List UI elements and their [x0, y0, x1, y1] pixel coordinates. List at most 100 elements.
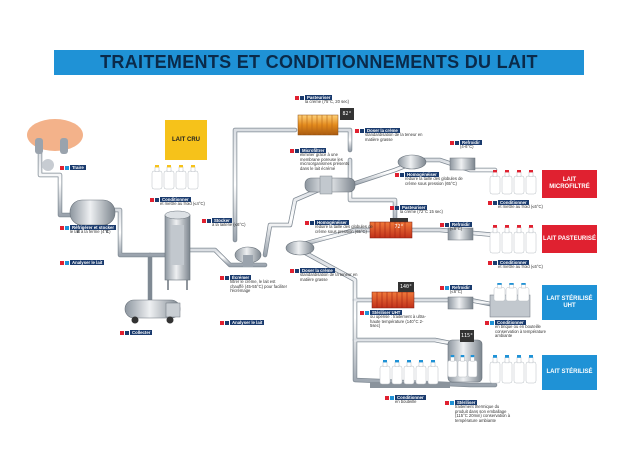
step-description: en brique ou en bouteille conservation à… [495, 324, 546, 339]
bottle-past [525, 225, 537, 254]
homogenizer-1-icon [397, 154, 427, 170]
product-lait-pasteurise: LAIT PASTEURISÉ [542, 225, 597, 253]
step-description: réduire la taille des globules de crème … [315, 224, 373, 234]
bottle-ster-load [447, 355, 458, 378]
bottle-ster-load [467, 355, 478, 378]
product-lait-sterilise: LAIT STÉRILISÉ [542, 355, 597, 390]
step-description: éliminer grâce à une membrane poreuse le… [300, 152, 350, 171]
step-title: Homogénéiser [405, 172, 439, 177]
microfilter-icon [304, 175, 356, 195]
bottle-uht [505, 283, 518, 302]
step-title: Réfrigérer et stocker [70, 225, 117, 230]
bottle-cru [175, 165, 187, 190]
step-description: (≤6°C) [450, 289, 463, 294]
step-title: Analyser le lait [70, 260, 105, 265]
bottle-ster [513, 355, 525, 384]
step-description: standardisation de la teneur en matière … [365, 132, 423, 142]
product-lait-microfiltre: LAIT MICROFILTRÉ [542, 170, 597, 198]
bottle-ster [525, 355, 537, 384]
step-description: standardisation de la teneur en matière … [300, 272, 358, 282]
step-title: Écrémer [230, 275, 252, 280]
step-title: Doser la crème [300, 268, 335, 273]
step-title: Conditionner [498, 260, 529, 265]
bottle-past [489, 225, 501, 254]
bottle-ster-load [457, 355, 468, 378]
step-description: ou upérisé : traitement à ultra-haute te… [370, 314, 426, 329]
bottle-micro [525, 170, 537, 195]
step-title: Homogénéiser [315, 220, 349, 225]
step-description: et mettre au froid (≤4°C) [160, 201, 205, 206]
display-uht: 140° [399, 284, 413, 290]
step-title: Conditionner [495, 320, 526, 325]
step-description: filtrer le crème, le lait est chauffé (4… [230, 279, 287, 294]
step-description: (≤6°C) [450, 226, 463, 231]
bottle-cru [163, 165, 175, 190]
step-title: Refroidir [450, 222, 472, 227]
step-description: réduire la taille des globules de crème … [405, 176, 463, 186]
bottle-micro [489, 170, 501, 195]
display-past-creme: 82° [342, 111, 352, 117]
step-refroidir-1: Refroidir(4-6°C) [450, 140, 482, 150]
homogenizer-2-icon [285, 240, 315, 256]
display-past-1: 72° [394, 224, 404, 230]
bottle-past [513, 225, 525, 254]
step-collecter: Collecter [120, 330, 153, 335]
cow-udder-icon [27, 119, 83, 171]
uht-sterilizer-icon [371, 282, 415, 309]
step-description: (4-6°C) [460, 144, 474, 149]
skimmer-centrifuge-icon [234, 246, 262, 267]
step-analyser-2: Analyser le lait [220, 320, 265, 325]
step-title: Pasteuriser [400, 205, 428, 210]
bottle-ster-line [391, 360, 403, 385]
step-title: Conditionner [395, 395, 426, 400]
step-title: Stériliser [455, 400, 478, 405]
step-title: Refroidir [450, 285, 472, 290]
step-description: en bouteille [395, 399, 417, 404]
step-refroidir-3: Refroidir(≤6°C) [440, 285, 472, 295]
step-title: Doser la crème [365, 128, 400, 133]
bottle-ster [501, 355, 513, 384]
pasteurizer-2-icon [369, 221, 413, 239]
tanker-truck-icon [124, 299, 181, 324]
step-title: Pasteuriser [305, 95, 333, 100]
bottle-past [501, 225, 513, 254]
step-description: le lait à la ferme (4°C) [70, 229, 111, 234]
step-title: Analyser le lait [230, 320, 265, 325]
bottle-conveyor-icon [370, 382, 450, 388]
step-description: et mettre au froid (≤6°C) [498, 204, 543, 209]
step-refroidir-2: Refroidir(≤6°C) [440, 222, 472, 232]
step-title: Conditionner [160, 197, 191, 202]
step-title: Traire [70, 165, 86, 170]
cooler-3-icon [447, 296, 474, 310]
display-ster: 115° [460, 333, 474, 339]
product-lait-sterilise-uht: LAIT STÉRILISÉ UHT [542, 285, 597, 320]
step-title: Stériliser UHT [370, 310, 403, 315]
bottle-ster-line [415, 360, 427, 385]
page-title: TRAITEMENTS ET CONDITIONNEMENTS DU LAIT [54, 50, 584, 75]
step-traire: Traire [60, 165, 86, 170]
step-title: Collecter [130, 330, 153, 335]
bottle-ster-line [379, 360, 391, 385]
bottle-uht [517, 283, 530, 302]
bottle-ster-line [427, 360, 439, 385]
step-title: Microfiltrer [300, 148, 327, 153]
bottle-micro [501, 170, 513, 195]
